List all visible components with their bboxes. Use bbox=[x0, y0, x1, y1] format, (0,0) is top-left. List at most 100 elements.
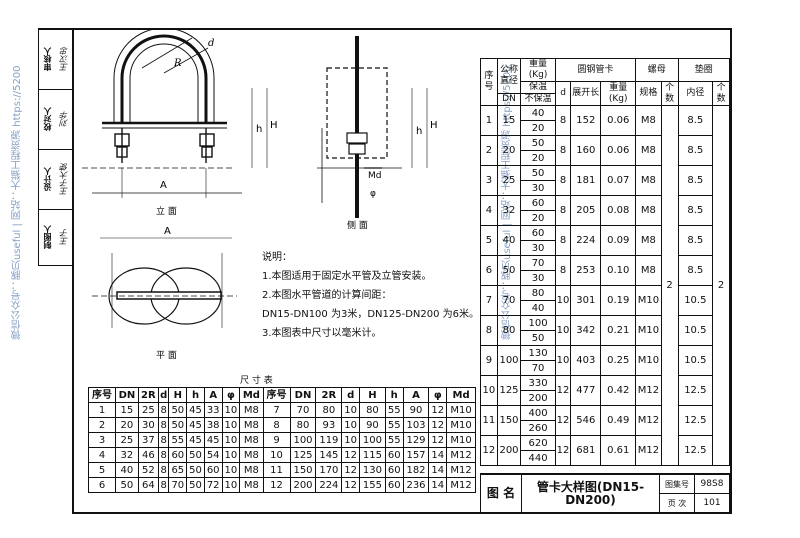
table-cell: 3 bbox=[87, 432, 117, 448]
table-cell: 8 bbox=[157, 402, 170, 418]
caption-side: 侧 面 bbox=[347, 219, 368, 231]
table-cell: 45 bbox=[186, 432, 205, 448]
table-cell: M10 bbox=[635, 315, 662, 346]
table-cell: 0.21 bbox=[600, 315, 637, 346]
table-cell: 10 bbox=[221, 462, 241, 478]
dims-table-title: 尺 寸 表 bbox=[240, 376, 273, 386]
watermark-left: 微信公众号：豚贝useful | 网站：大猫工程资源 https://5200 bbox=[12, 65, 23, 340]
table-cell: 11 bbox=[480, 405, 498, 436]
table-cell: 8 bbox=[157, 447, 170, 463]
drawing-title: 管卡大样图(DN15-DN200) bbox=[521, 473, 660, 513]
table-cell: 90 bbox=[402, 402, 430, 418]
table-cell: 45 bbox=[186, 417, 205, 433]
table-cell: 32 bbox=[496, 195, 522, 226]
table-cell: 8 bbox=[157, 462, 170, 478]
table-cell: 10 bbox=[554, 285, 572, 316]
table-cell: M12 bbox=[635, 435, 662, 466]
label-h-side: h bbox=[416, 126, 422, 137]
table-cell: 45 bbox=[203, 432, 223, 448]
table-cell: 50 bbox=[520, 330, 556, 346]
table-cell: 10 bbox=[480, 375, 498, 406]
table-cell: 8 bbox=[157, 417, 170, 433]
rt-h-washer: 垫圈 bbox=[677, 58, 730, 82]
table-cell: 260 bbox=[520, 420, 556, 436]
rt-h-inner: 内径 bbox=[677, 81, 714, 106]
table-cell: 60 bbox=[520, 225, 556, 241]
table-row: 30 bbox=[481, 270, 730, 286]
table-row: 70 bbox=[481, 360, 730, 376]
dims-header: A bbox=[203, 387, 223, 403]
table-cell: 8 bbox=[554, 105, 572, 136]
title-block: 图 名 管卡大样图(DN15-DN200) 图集号 98S8 页 次 101 bbox=[480, 473, 730, 513]
label-H: H bbox=[270, 120, 278, 131]
table-cell: M8 bbox=[635, 105, 662, 136]
table-cell: 152 bbox=[570, 105, 602, 136]
table-cell: 125 bbox=[496, 375, 522, 406]
table-cell: 50 bbox=[520, 165, 556, 181]
table-cell: 0.08 bbox=[600, 195, 637, 226]
table-cell: 70 bbox=[168, 477, 188, 493]
table-cell: 0.10 bbox=[600, 255, 637, 286]
table-cell: 12 bbox=[554, 435, 572, 466]
table-cell: 20 bbox=[520, 150, 556, 166]
table-cell: 400 bbox=[520, 405, 556, 421]
label-A: A bbox=[160, 180, 167, 191]
table-cell: 25 bbox=[496, 165, 522, 196]
table-cell: M12 bbox=[446, 477, 476, 493]
table-cell: M10 bbox=[635, 345, 662, 376]
label-H-side: H bbox=[430, 120, 438, 131]
table-cell: 8.5 bbox=[677, 195, 714, 226]
table-cell: 10 bbox=[221, 447, 241, 463]
label-h: h bbox=[256, 124, 262, 135]
rt-h-weight: 重量(Kg) bbox=[520, 58, 556, 82]
table-cell: 12 bbox=[554, 405, 572, 436]
table-cell: 30 bbox=[520, 270, 556, 286]
table-cell: 330 bbox=[520, 375, 556, 391]
table-cell: 10 bbox=[554, 345, 572, 376]
note-1: 1.本图适用于固定水平管及立管安装。 bbox=[262, 271, 432, 282]
elevation-view bbox=[82, 28, 268, 198]
table-cell: 7 bbox=[480, 285, 498, 316]
table-cell: 100 bbox=[359, 432, 386, 448]
table-row: 50 bbox=[481, 330, 730, 346]
table-cell: 160 bbox=[570, 135, 602, 166]
dims-header: φ bbox=[221, 387, 241, 403]
rt-h-insul: 保温 bbox=[520, 81, 556, 94]
table-cell: 2 bbox=[480, 135, 498, 166]
dims-header: Md bbox=[446, 387, 476, 403]
table-cell: M8 bbox=[635, 165, 662, 196]
title-label: 图 名 bbox=[480, 473, 522, 513]
table-cell: 200 bbox=[496, 435, 522, 466]
table-cell: 60 bbox=[168, 447, 188, 463]
rt-h-count2: 个数 bbox=[712, 81, 730, 106]
side-view bbox=[317, 36, 428, 218]
dims-header: 序号 bbox=[262, 387, 291, 403]
review-strip: 审核人 王汉忠 校对人 刘华 设计人 王子大使 制图人 王子 bbox=[38, 28, 73, 266]
table-cell: 8 bbox=[554, 225, 572, 256]
table-cell: 130 bbox=[359, 462, 386, 478]
dims-header: A bbox=[402, 387, 430, 403]
table-cell: 10 bbox=[341, 417, 360, 433]
table-cell: M8 bbox=[239, 432, 264, 448]
rt-h-len: 展开长 bbox=[570, 81, 602, 106]
table-cell: 236 bbox=[402, 477, 430, 493]
dims-header: d bbox=[157, 387, 170, 403]
table-cell: 37 bbox=[137, 432, 159, 448]
table-cell: 8.5 bbox=[677, 225, 714, 256]
rt-h-seq: 序号 bbox=[480, 58, 498, 106]
table-cell: 2 bbox=[712, 105, 730, 466]
dims-header: H bbox=[359, 387, 386, 403]
table-cell: 60 bbox=[384, 447, 404, 463]
dims-header: DN bbox=[115, 387, 139, 403]
table-cell: 103 bbox=[402, 417, 430, 433]
table-cell: 200 bbox=[520, 390, 556, 406]
strip-label-reviewer: 审核人 bbox=[39, 29, 56, 89]
table-cell: 12.5 bbox=[677, 375, 714, 406]
